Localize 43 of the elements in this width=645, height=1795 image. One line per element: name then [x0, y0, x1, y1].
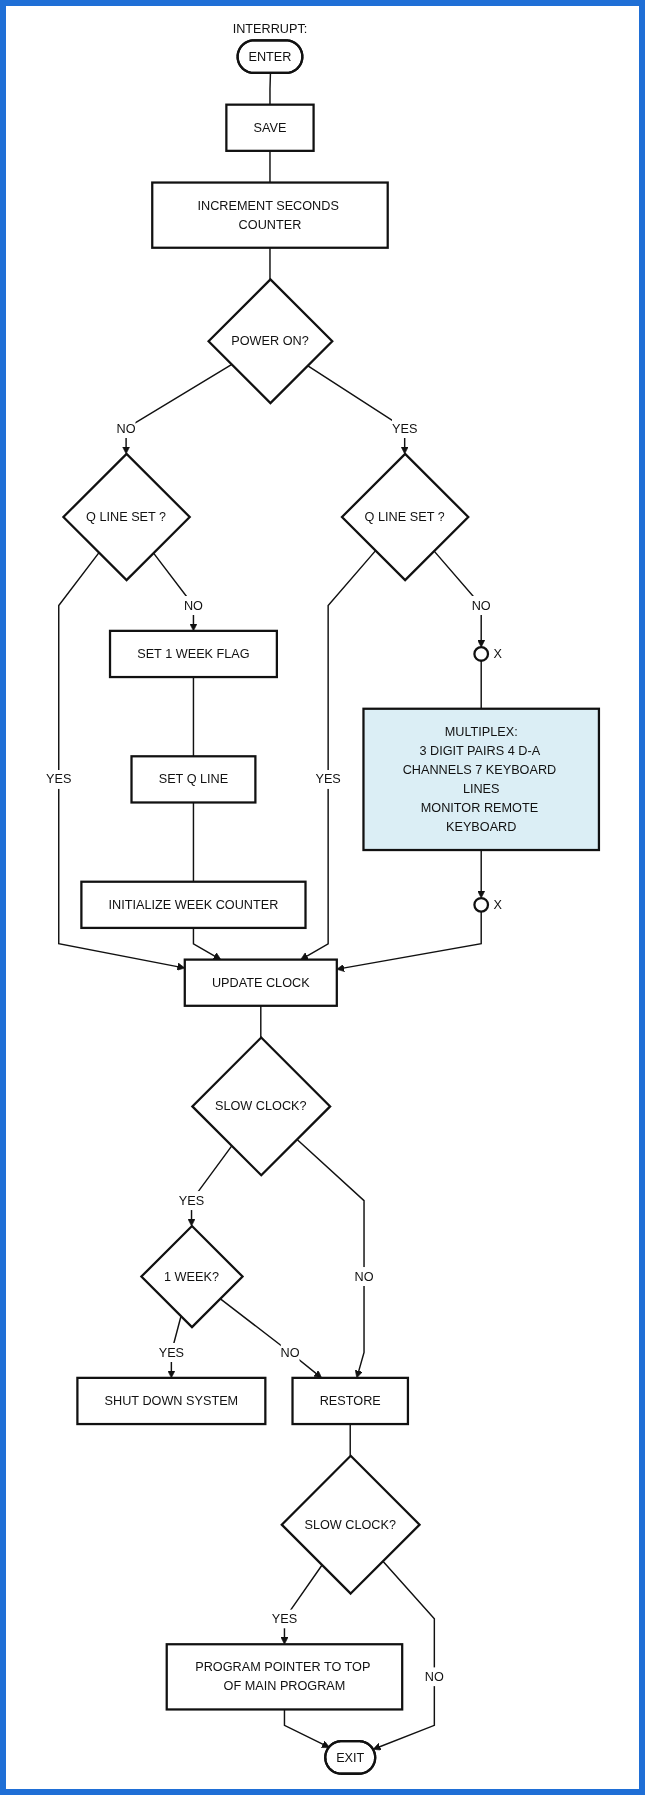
edge-label: YES — [391, 420, 418, 436]
decision-diamond: SLOW CLOCK? — [280, 1454, 422, 1596]
process-box: PROGRAM POINTER TO TOP OF MAIN PROGRAM — [165, 1643, 404, 1711]
node-caption: INTERRUPT: — [232, 22, 308, 37]
edge-label: YES — [315, 771, 341, 787]
connector — [269, 247, 271, 281]
edge-label: NO — [471, 597, 491, 613]
edge-label: NO — [280, 1344, 300, 1360]
decision-diamond: Q LINE SET ? — [340, 452, 470, 582]
terminal-box: ENTER — [236, 39, 304, 75]
process-box: SET 1 WEEK FLAG — [108, 629, 278, 679]
arrow — [372, 1560, 436, 1751]
process-box: INITIALIZE WEEK COUNTER — [80, 880, 307, 930]
arrow — [122, 363, 233, 455]
arrow — [300, 550, 377, 960]
decision-diamond: Q LINE SET ? — [61, 452, 192, 582]
process-box: UPDATE CLOCK — [183, 958, 338, 1007]
node-caption: X — [493, 647, 502, 662]
process-box: INCREMENT SECONDS COUNTER — [151, 181, 389, 249]
process-box: SAVE — [225, 103, 315, 152]
decision-diamond: 1 WEEK? — [139, 1224, 245, 1329]
process-box: SHUT DOWN SYSTEM — [76, 1376, 267, 1426]
edge-label: NO — [424, 1669, 444, 1684]
edge-label: YES — [158, 1344, 185, 1360]
arrow — [336, 910, 482, 972]
edge-label: NO — [116, 420, 136, 436]
arrow — [433, 550, 486, 648]
decision-diamond: SLOW CLOCK? — [190, 1035, 332, 1177]
edge-label: NO — [183, 597, 203, 613]
decision-diamond: POWER ON? — [207, 277, 334, 405]
arrow — [192, 927, 222, 960]
connector-circle — [473, 896, 490, 913]
connector — [260, 1005, 262, 1039]
process-box: RESTORE — [291, 1376, 410, 1426]
node-caption: X — [493, 898, 502, 913]
process-box: SET Q LINE — [130, 755, 257, 804]
terminal-box: EXIT — [324, 1740, 377, 1775]
edge-label: YES — [271, 1611, 298, 1626]
process-box: MULTIPLEX: 3 DIGIT PAIRS 4 D-A CHANNELS 7 KEYBOARD LINES MONITOR REMOTE KEYBOARD — [362, 707, 601, 852]
edge-label: YES — [46, 771, 72, 787]
edge-label: YES — [178, 1192, 205, 1208]
edge-label: NO — [354, 1268, 374, 1284]
connector-circle — [473, 646, 490, 662]
